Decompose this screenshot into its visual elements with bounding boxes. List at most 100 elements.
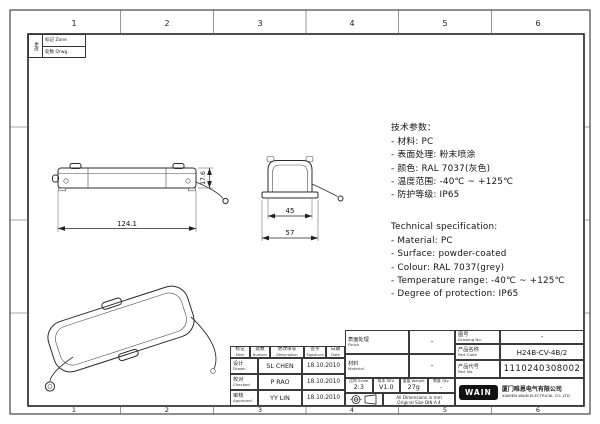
spec-line: - Surface: powder-coated (391, 249, 507, 260)
spec-line: - 材料: PC (391, 137, 434, 148)
rev-cell: 版本 REV. V1.0 (372, 378, 400, 393)
zone-number: 4 (349, 406, 355, 414)
approved-label-en: Approved (233, 397, 252, 403)
isometric-view (44, 285, 217, 392)
header-number-cn: 处数 (255, 347, 265, 353)
part-no-label-en: Part No. (458, 368, 474, 374)
projection-cell (345, 393, 383, 406)
scale-label: 比例 Scale (349, 378, 369, 384)
dimensions: 124.1 17.6 45 57 (57, 167, 319, 241)
checked-label: 校对 Checked (230, 374, 258, 390)
dim-width-outer: 57 (286, 229, 295, 237)
zone-number: 3 (257, 406, 263, 414)
part-no-label: 产品代号 Part No. (455, 360, 500, 378)
header-number: 处数 Number (250, 346, 270, 358)
qty-value: - (440, 383, 443, 392)
header-date-cn: 日期 (330, 347, 341, 353)
revision-zone-side-label: 更改 (29, 35, 43, 57)
finish-label-en: Finish (348, 341, 360, 347)
finish-label: 表面处理 Finish (345, 330, 409, 354)
part-name-label-en: Part Code (458, 351, 477, 357)
zone-number: 6 (535, 406, 541, 414)
drawing-frame (9, 9, 591, 415)
header-signature-en: Signature (306, 352, 324, 357)
finish-label-cn: 表面处理 (348, 336, 369, 343)
weight-value: 27g (407, 383, 420, 392)
spec-line: - 防护等级: IP65 (391, 190, 460, 201)
part-no-value: 1110240308002 (500, 360, 584, 378)
spec-line: - Degree of protection: IP65 (391, 289, 519, 300)
finish-value: - (409, 330, 455, 354)
part-name-label: 产品名称 Part Code (455, 344, 500, 360)
material-label: 材料 Material (345, 354, 409, 378)
spec-block-en: Technical specification: - Material: PC … (391, 221, 589, 301)
qty-label: 数量 Qty. (433, 378, 450, 384)
company-name-cn: 厦门唯恩电气有限公司 (501, 385, 562, 393)
drawn-date: 18.10.2010 (302, 358, 345, 374)
part-name-value: H24B-CV-4B/2 (500, 344, 584, 360)
zone-number: 2 (164, 19, 170, 28)
wain-logo: WAIN (459, 384, 498, 400)
header-mark-en: Mark (235, 352, 245, 357)
revision-zone-block: 更改 标记 Zone 处数 Drwg. (28, 34, 86, 58)
zone-number: 1 (71, 406, 77, 414)
zone-number: 6 (535, 19, 541, 28)
drawing-no-label-cn: 图号 (458, 331, 469, 338)
checked-label-cn: 校对 (233, 376, 244, 383)
part-no-label-cn: 产品代号 (458, 363, 479, 370)
header-mark: 标记 Mark (230, 346, 250, 358)
dimension-note-line1: All Dimensions in mm (396, 394, 442, 400)
scale-cell: 比例 Scale 2:3 (345, 378, 373, 393)
header-date-en: Date (331, 352, 340, 357)
dim-height: 17.6 (200, 171, 207, 185)
dim-width-inner: 45 (286, 207, 295, 215)
drawing-no-label: 图号 Drawing No. (455, 330, 500, 344)
header-mark-cn: 标记 (235, 347, 245, 353)
material-label-en: Material (348, 365, 364, 371)
rev-value: V1.0 (378, 383, 394, 392)
drawing-no-label-en: Drawing No. (458, 336, 482, 342)
weight-cell: 重量 Weight 27g (400, 378, 428, 393)
spec-line: - 表面处理: 粉末喷涂 (391, 150, 476, 161)
company-name-en: XIAMEN WAIN ELECTRICAL CO.,LTD (501, 393, 570, 399)
header-number-en: Number (252, 352, 268, 357)
rev-label: 版本 REV. (377, 378, 395, 384)
checked-date: 18.10.2010 (302, 374, 345, 390)
drawn-name: SL CHEN (258, 358, 302, 374)
front-view (52, 163, 229, 205)
dimension-note: All Dimensions in mm Original Size DIN A… (383, 393, 455, 406)
approved-label: 审核 Approved (230, 390, 258, 406)
zone-number: 5 (442, 19, 448, 28)
projection-symbol-icon (350, 394, 377, 405)
material-value: - (409, 354, 455, 378)
qty-cell: 数量 Qty. - (427, 378, 455, 393)
zone-number: 5 (442, 406, 448, 414)
dim-length: 124.1 (117, 220, 137, 228)
header-signature: 签字 Signature (304, 346, 326, 358)
header-description-en: /Description (276, 352, 298, 357)
drawn-label-en: Drawn (233, 365, 246, 371)
scale-value: 2:3 (353, 383, 364, 392)
spec-title-en: Technical specification: (391, 222, 498, 232)
header-signature-cn: 签字 (310, 347, 320, 353)
part-name-label-cn: 产品名称 (458, 346, 479, 353)
material-label-cn: 材料 (348, 360, 359, 367)
approved-date: 18.10.2010 (302, 390, 345, 406)
spec-block-cn: 技术参数： - 材料: PC - 表面处理: 粉末喷涂 - 颜色: RAL 70… (391, 122, 589, 202)
spec-line: - Material: PC (391, 236, 453, 247)
header-description: 更改单号 /Description (270, 346, 304, 358)
weight-label: 重量 Weight (402, 378, 425, 384)
company-cell: WAIN 厦门唯恩电气有限公司 XIAMEN WAIN ELECTRICAL C… (455, 378, 584, 406)
spec-line: - 颜色: RAL 7037(灰色) (391, 163, 491, 174)
zone-number: 2 (164, 406, 170, 414)
checked-label-en: Checked (233, 381, 250, 387)
approved-name: YY LIN (258, 390, 302, 406)
spec-line: - Colour: RAL 7037(grey) (391, 262, 505, 273)
dimension-note-line2: Original Size DIN A 4 (397, 399, 441, 405)
zone-number: 1 (71, 19, 77, 28)
header-date: 日期 Date (326, 346, 345, 358)
spec-line: - Temperature range: -40℃ ~ +125℃ (391, 275, 565, 286)
header-description-cn: 更改单号 (277, 347, 297, 353)
